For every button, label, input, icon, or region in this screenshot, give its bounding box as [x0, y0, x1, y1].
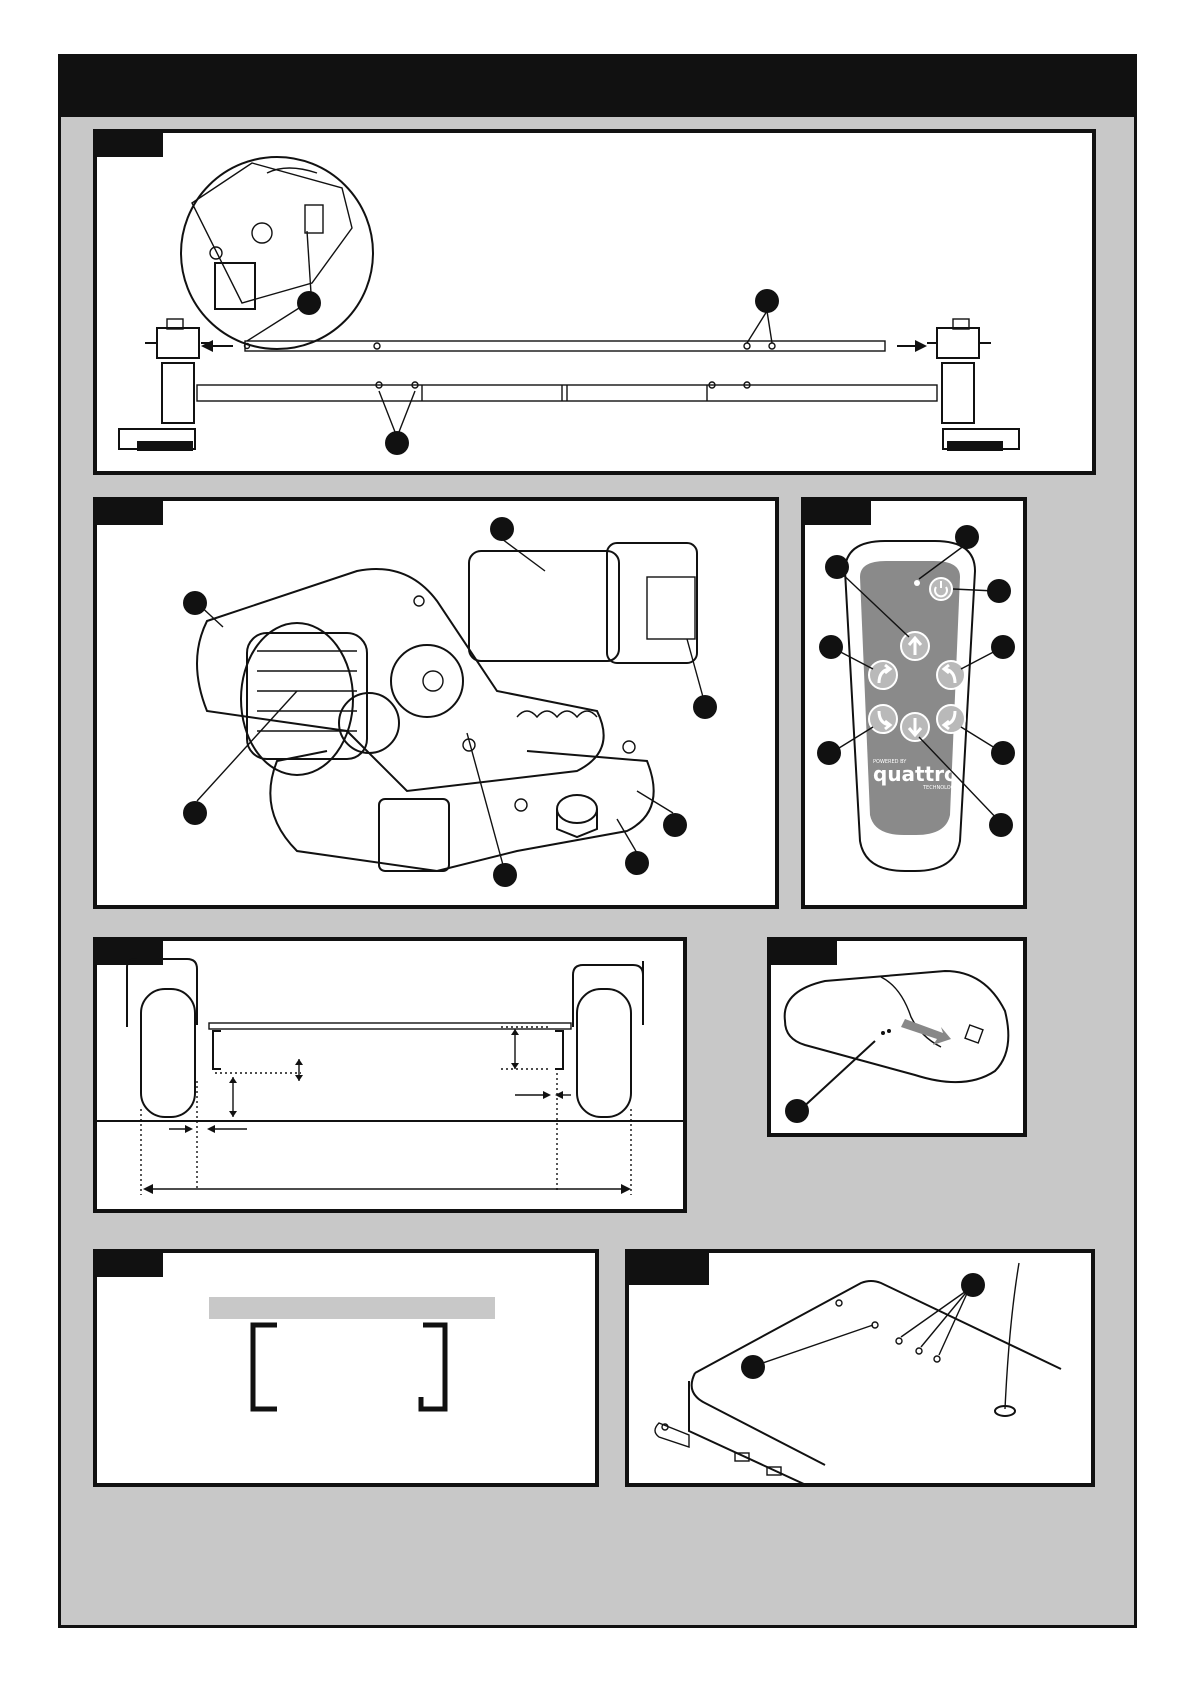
callout-marker: [819, 635, 843, 659]
panel-control-box: [625, 1249, 1095, 1487]
right-channel-profile: [421, 1325, 445, 1409]
arrow-right-icon: [897, 340, 927, 352]
callout-marker: [991, 741, 1015, 765]
callout-marker: [693, 695, 717, 719]
callout-marker: [183, 801, 207, 825]
callout-marker: [297, 291, 321, 315]
reverse-button[interactable]: [901, 713, 929, 741]
callout-marker: [755, 289, 779, 313]
panel-rail-assembly: [93, 129, 1096, 475]
upper-rail: [245, 341, 886, 351]
forward-button[interactable]: [901, 632, 929, 660]
callout-marker: [817, 741, 841, 765]
wheel-disc: [391, 645, 463, 717]
chassis-profile-drawing: [97, 1253, 595, 1483]
lower-rail: [197, 382, 937, 401]
right-wheel: [573, 961, 643, 1117]
right-mover-unit: [927, 319, 1019, 451]
drive-unit-drawing: [97, 501, 775, 905]
panel-battery-cover: [767, 937, 1027, 1137]
instruction-sheet: POWERED BY quattro TECHNOLOGY: [58, 54, 1137, 1628]
panel-wheel-clearance: [93, 937, 687, 1213]
panel-chassis-profile: [93, 1249, 599, 1487]
callout-marker: [183, 591, 207, 615]
remote-brand: quattro: [873, 762, 958, 786]
power-button[interactable]: [930, 578, 952, 600]
hex-shaft: [557, 795, 597, 837]
turn-left-back-button[interactable]: [869, 705, 897, 733]
turn-left-forward-button[interactable]: [869, 661, 897, 689]
gear-plate: [197, 569, 654, 871]
panel-drive-unit: [93, 497, 779, 909]
wheel-clearance-drawing: [97, 941, 683, 1209]
callout-marker: [625, 851, 649, 875]
remote-face: [860, 561, 960, 835]
callout-marker: [785, 1099, 809, 1123]
left-channel-profile: [253, 1325, 277, 1409]
callout-marker: [385, 431, 409, 455]
callout-marker: [741, 1355, 765, 1379]
motor-housing: [469, 543, 697, 663]
remote-control-drawing: POWERED BY quattro TECHNOLOGY: [805, 501, 1023, 905]
callout-marker: [991, 635, 1015, 659]
panel-remote-control: POWERED BY quattro TECHNOLOGY: [801, 497, 1027, 909]
callout-marker: [663, 813, 687, 837]
callout-marker: [493, 863, 517, 887]
callout-marker: [490, 517, 514, 541]
slide-arrow-icon: [901, 1019, 951, 1045]
callout-marker: [825, 555, 849, 579]
spring: [517, 711, 597, 717]
callout-marker: [955, 525, 979, 549]
callout-marker: [961, 1273, 985, 1297]
left-channel: [213, 1031, 221, 1069]
battery-cover-drawing: [771, 941, 1023, 1133]
remote-brand-sub: TECHNOLOGY: [922, 785, 958, 791]
arrow-left-icon: [201, 340, 233, 352]
turn-right-forward-button[interactable]: [937, 661, 965, 689]
chassis-bar: [209, 1023, 571, 1029]
led-indicator: [914, 580, 920, 586]
detail-zoom-circle: [181, 157, 373, 349]
callout-marker: [989, 813, 1013, 837]
callout-marker: [987, 579, 1011, 603]
dimension-arrows: [143, 1029, 631, 1194]
rail-assembly-drawing: [97, 133, 1092, 471]
right-channel: [555, 1031, 563, 1069]
chassis-beam: [209, 1297, 495, 1319]
header-bar: [61, 57, 1134, 117]
left-wheel: [127, 959, 197, 1117]
turn-right-back-button[interactable]: [937, 705, 965, 733]
control-box-drawing: [629, 1253, 1091, 1483]
